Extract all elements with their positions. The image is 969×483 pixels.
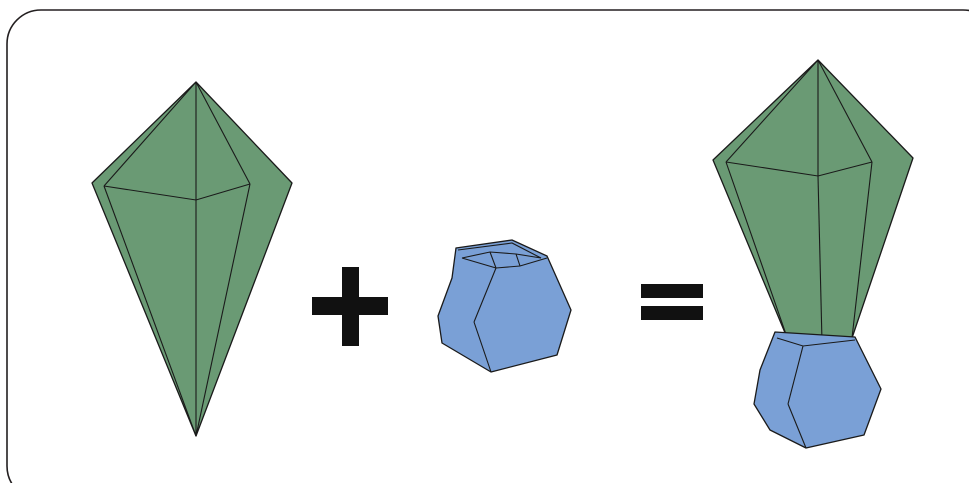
combined-crystal [712, 59, 914, 449]
plus-sign [312, 267, 388, 346]
combined-base-edges [776, 337, 856, 449]
combined-base-body [753, 331, 882, 449]
green-crystal-body [91, 81, 293, 437]
blue-hex-prism [437, 239, 572, 373]
equals-bottom-bar [641, 306, 703, 320]
combined-crystal-top [712, 59, 914, 341]
blue-prism-edges [457, 242, 548, 373]
combined-crystal-edges [725, 59, 873, 343]
rounded-frame [6, 9, 969, 483]
equals-sign [641, 284, 703, 320]
green-crystal-edges [103, 81, 251, 437]
green-crystal [91, 81, 293, 437]
blue-prism-body [437, 239, 572, 373]
equals-top-bar [641, 284, 703, 298]
plus-horizontal-bar [312, 297, 388, 315]
